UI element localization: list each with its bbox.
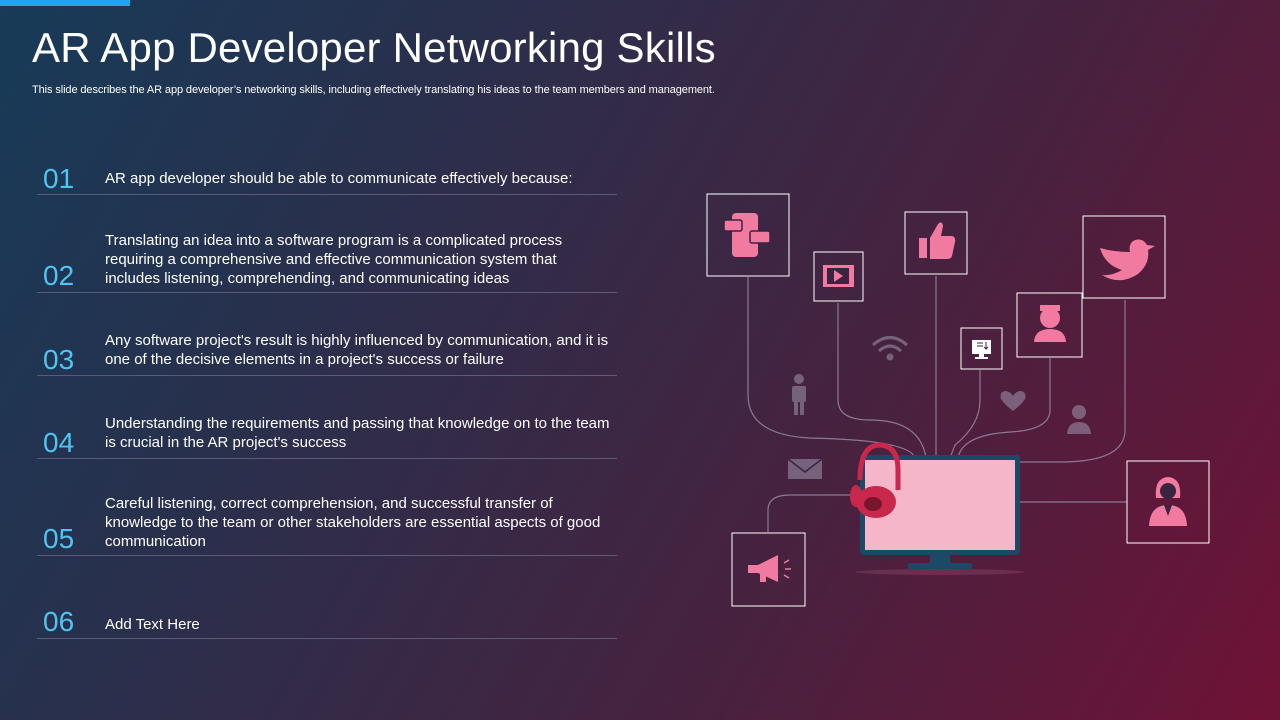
chat-phone-icon — [706, 193, 790, 277]
point-text: Careful listening, correct comprehension… — [105, 495, 601, 550]
video-icon — [813, 251, 864, 302]
point-text: Add Text Here — [105, 616, 200, 633]
point-item-04: 04 Understanding the requirements and pa… — [37, 411, 617, 459]
page-subtitle: This slide describes the AR app develope… — [32, 84, 715, 96]
thumbs-up-icon — [904, 211, 968, 275]
point-item-01: 01 AR app developer should be able to co… — [37, 158, 617, 195]
connector-lines — [747, 276, 1127, 532]
point-text: Translating an idea into a software prog… — [105, 232, 563, 287]
person-icon — [792, 374, 806, 415]
point-number: 04 — [43, 427, 75, 458]
point-number: 05 — [43, 523, 75, 554]
headphones-icon — [850, 442, 901, 518]
point-item-06: 06 Add Text Here — [37, 604, 617, 639]
businesswoman-icon — [1126, 460, 1210, 544]
megaphone-icon — [731, 532, 806, 607]
point-item-02: 02 Translating an idea into a software p… — [37, 228, 617, 293]
user-small-icon — [1067, 405, 1091, 434]
networking-svg — [706, 193, 1210, 607]
point-number: 03 — [43, 344, 75, 375]
point-text: Any software project's result is highly … — [105, 332, 609, 368]
point-text: Understanding the requirements and passi… — [105, 415, 610, 451]
point-item-05: 05 Careful listening, correct comprehens… — [37, 491, 617, 556]
top-accent-bar — [0, 0, 130, 6]
wifi-icon — [872, 336, 908, 361]
mail-icon — [787, 458, 823, 479]
point-text: AR app developer should be able to commu… — [105, 170, 573, 187]
point-number: 06 — [43, 606, 75, 637]
twitter-bird-icon — [1082, 215, 1166, 299]
point-number: 01 — [43, 163, 75, 194]
user-avatar-icon — [1016, 292, 1083, 358]
point-item-03: 03 Any software project's result is high… — [37, 328, 617, 376]
page-title: AR App Developer Networking Skills — [32, 24, 716, 71]
monitor-download-icon — [960, 327, 1003, 370]
heart-icon — [1000, 391, 1026, 411]
point-number: 02 — [43, 260, 75, 291]
networking-illustration — [700, 180, 1260, 620]
